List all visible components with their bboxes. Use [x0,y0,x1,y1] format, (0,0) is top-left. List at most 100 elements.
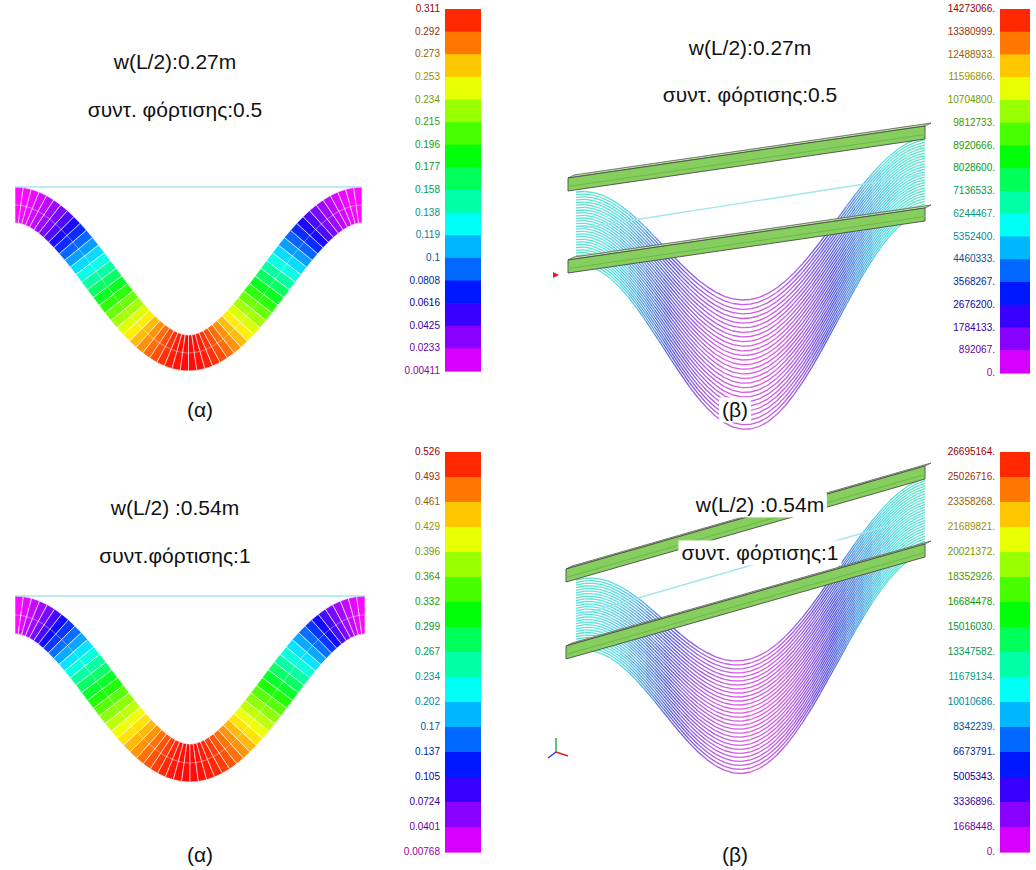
cable-line [716,669,725,672]
cable-line [751,712,760,715]
cable-line [585,247,594,249]
cable-line [585,606,594,607]
cable-line [759,422,768,427]
cable-line [585,593,594,594]
cable-line [689,660,698,667]
cable-line [751,684,760,687]
cable-line [751,664,760,667]
cable-line [751,348,760,350]
cable-line [689,297,698,305]
cable-line [733,696,742,697]
cable-line [733,322,742,323]
cable-line [777,392,786,401]
cable-line [777,352,786,360]
cable-line [576,602,585,604]
cable-line [759,403,768,408]
cable-line [742,424,751,426]
cable-line [759,293,768,297]
cable-line [742,712,751,714]
cable-line [585,580,594,581]
cable-line [689,670,698,677]
cable-line [576,209,585,211]
cable-line [751,357,760,359]
cable-line [733,672,742,673]
cable-line [733,720,742,721]
cable-line [594,602,603,604]
cable-line [689,696,698,704]
cable-line [759,298,768,302]
cable-line [742,679,751,681]
cable-line [689,692,698,700]
cable-line [759,413,768,418]
cable-line [724,711,733,713]
cable-line [916,193,925,195]
cable-line [602,239,611,244]
cable-line [576,596,585,598]
cable-line [733,423,742,425]
cable-line [724,301,733,304]
cable-line [672,631,681,639]
cable-line [585,619,594,621]
cable-line [585,583,594,584]
cable-line [777,636,786,644]
cable-line [733,336,742,337]
cable-line [724,723,733,725]
cable-line [602,579,611,582]
cable-line [576,609,585,611]
cable-line [620,592,629,597]
cable-line [576,236,585,238]
cable-line [716,297,725,301]
cable-line [777,357,786,365]
cable-line [908,503,917,508]
cable-line [777,660,786,668]
cable-line [707,399,716,407]
cable-line [733,716,742,717]
cable-line [777,321,786,329]
cable-line [742,313,751,315]
deformed-beam-contour [15,187,362,371]
cable-line [742,428,751,430]
cable-line [585,210,594,211]
cable-line [707,672,716,676]
cable-line [707,395,716,403]
cable-line [899,143,908,148]
cable-line [751,668,760,671]
cable-line [768,692,777,699]
cable-line [820,329,829,345]
cable-line [576,583,585,585]
cable-line [759,344,768,348]
cable-line [689,293,698,301]
cable-line [576,225,585,227]
cable-line [724,319,733,322]
cable-line [742,368,751,370]
cable-line [689,667,698,674]
cable-line [594,596,603,598]
cable-line [742,364,751,366]
cable-line [698,711,707,718]
cable-line [751,311,760,313]
cable-line [759,303,768,307]
cable-line [777,334,786,342]
cable-line [681,642,690,649]
cable-line [611,199,620,205]
cable-line [742,728,751,730]
cable-line [916,169,925,171]
cable-line [576,193,585,195]
cable-line [611,202,620,208]
cable-line [576,231,585,233]
cable-line [855,273,864,288]
cable-line [698,326,707,334]
cable-line [751,362,760,364]
cable-line [742,336,751,338]
cable-line [689,681,698,688]
cable-line [576,239,585,241]
cable-line [751,427,760,430]
cable-line [576,607,585,609]
cable-line [733,712,742,713]
cable-line [698,343,707,352]
cable-line [698,339,707,347]
cable-line [916,172,925,174]
cable-line [689,663,698,670]
cable-line [742,331,751,333]
